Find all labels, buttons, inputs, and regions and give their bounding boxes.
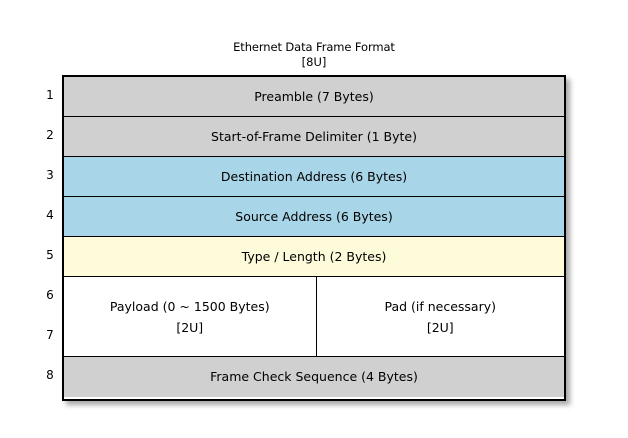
row-number-gutter: 1 2 3 4 5 6 7 8 <box>38 74 62 401</box>
frame-field-pad-label: Pad (if necessary) <box>384 298 497 314</box>
frame-field-frame-check-sequence: Frame Check Sequence (4 Bytes) <box>64 357 564 397</box>
frame-field-source-address: Source Address (6 Bytes) <box>64 197 564 237</box>
row-number-6: 6 <box>46 288 54 302</box>
row-number-4: 4 <box>46 208 54 222</box>
frame-field-payload-sublabel: [2U] <box>176 319 204 335</box>
row-number-1: 1 <box>46 88 54 102</box>
page-title: Ethernet Data Frame Format <box>233 40 395 54</box>
row-number-2: 2 <box>46 128 54 142</box>
frame-field-type-length: Type / Length (2 Bytes) <box>64 237 564 277</box>
frame-field-payload-pad-row: Payload (0 ~ 1500 Bytes) [2U] Pad (if ne… <box>64 277 564 357</box>
frame-field-preamble: Preamble (7 Bytes) <box>64 77 564 117</box>
page-subtitle: [8U] <box>301 55 327 69</box>
row-number-3: 3 <box>46 168 54 182</box>
ethernet-frame-diagram: 1 2 3 4 5 6 7 8 Preamble (7 Bytes) Start… <box>38 74 570 402</box>
frame-field-pad: Pad (if necessary) [2U] <box>317 277 565 356</box>
frame-table: Preamble (7 Bytes) Start-of-Frame Delimi… <box>62 75 566 401</box>
row-number-5: 5 <box>46 248 54 262</box>
chart-title-block: Ethernet Data Frame Format [8U] <box>0 40 628 70</box>
row-number-8: 8 <box>46 368 54 382</box>
row-number-7: 7 <box>46 328 54 342</box>
frame-field-start-of-frame-delimiter: Start-of-Frame Delimiter (1 Byte) <box>64 117 564 157</box>
frame-field-destination-address: Destination Address (6 Bytes) <box>64 157 564 197</box>
frame-field-payload: Payload (0 ~ 1500 Bytes) [2U] <box>64 277 317 356</box>
frame-field-payload-label: Payload (0 ~ 1500 Bytes) <box>109 298 270 314</box>
frame-field-pad-sublabel: [2U] <box>426 319 454 335</box>
